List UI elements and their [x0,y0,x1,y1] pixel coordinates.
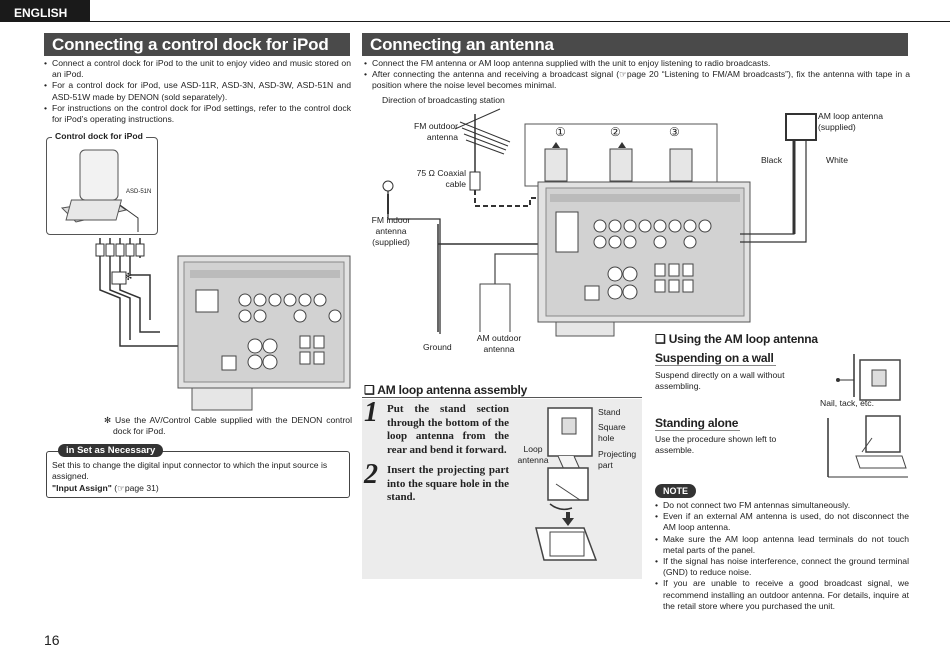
fm-outdoor-label: FM outdoor antenna [414,121,458,142]
right-bullet-list: Connect the FM antenna or AM loop antenn… [364,58,910,92]
set-as-necessary-box [46,451,350,498]
suspend-wall-text: Suspend directly on a wall without assem… [655,370,785,391]
step-2-marker: ② [610,125,621,139]
right-bullet: Connect the FM antenna or AM loop antenn… [364,58,910,69]
dock-diagram-title: Control dock for iPod [52,131,146,142]
note-item: Even if an external AM antenna is used, … [655,511,909,533]
using-title: ❑ Using the AM loop antenna [655,332,818,346]
am-outdoor-label: AM outdoor antenna [476,333,522,354]
black-wire-label: Black [761,155,783,165]
standing-alone-text: Use the procedure shown left to assemble… [655,434,777,455]
left-bullet: For a control dock for iPod, use ASD-11R… [44,80,351,102]
assembly-illustration [535,407,598,561]
left-section-heading: Connecting a control dock for iPod [44,33,350,56]
dock-footnote: ✻ Use the AV/Control Cable supplied with… [104,415,352,436]
step-1-marker: ① [555,125,566,139]
fm-indoor-label: FM indoor antenna (supplied) [371,215,411,247]
note-item: Make sure the AM loop antenna lead termi… [655,534,909,556]
language-tab: ENGLISH [0,0,90,22]
loop-antenna-label: Loop antenna [517,444,549,465]
ipod-dock-body [79,149,119,201]
input-assign-page-ref[interactable]: (☞page 31) [114,483,159,493]
note-item: If the signal has noise interference, co… [655,556,909,578]
page-number: 16 [44,632,60,648]
projecting-part-label: Projecting part [598,449,637,470]
assembly-title: ❑ AM loop antenna assembly [364,383,528,397]
step-3-marker: ③ [669,125,680,139]
coax-label: 75 Ω Coaxial cable [416,168,466,189]
note-item: Do not connect two FM antennas simultane… [655,500,909,511]
input-assign-ref: "Input Assign" (☞page 31) [52,483,159,494]
square-hole-label: Square hole [598,422,626,443]
assembly-panel [362,399,642,579]
using-illustration [827,354,908,478]
ground-label: Ground [423,342,452,352]
assembly-step-1-text: Put the stand section through the bottom… [387,403,509,456]
set-as-necessary-tab: in Set as Necessary [58,444,164,457]
assembly-step-2-number: 2 [364,459,378,490]
assembly-step-1-number: 1 [364,397,378,428]
dock-model-label: ASD-51N [126,189,152,195]
header-rule [0,21,950,22]
am-loop-supplied-label: AM loop antenna (supplied) [818,111,883,132]
antenna-connection-diagram [382,108,817,337]
note-badge: NOTE [655,484,697,498]
white-wire-label: White [826,155,848,165]
am-loop-antenna [785,113,817,141]
suspend-wall-title: Suspending on a wall [655,351,776,366]
set-as-necessary-text: Set this to change the digital input con… [52,460,328,481]
input-assign-link[interactable]: "Input Assign" [52,483,112,493]
left-bullet-list: Connect a control dock for iPod to the u… [44,58,351,125]
left-bullet: For instructions on the control dock for… [44,103,351,125]
asterisk-mark: ✻ [124,272,133,283]
right-bullet: After connecting the antenna and receivi… [364,69,910,91]
nail-label: Nail, tack, etc. [820,398,874,408]
direction-label: Direction of broadcasting station [382,95,505,105]
standing-alone-title: Standing alone [655,416,741,431]
stand-label: Stand [598,407,621,417]
note-item: If you are unable to receive a good broa… [655,578,909,612]
assembly-rule [362,397,642,398]
right-section-heading: Connecting an antenna [362,33,908,56]
dock-connection-diagram [60,149,351,411]
assembly-step-2-text: Insert the projecting part into the squa… [387,464,509,503]
left-bullet: Connect a control dock for iPod to the u… [44,58,351,80]
note-list: Do not connect two FM antennas simultane… [655,500,909,612]
